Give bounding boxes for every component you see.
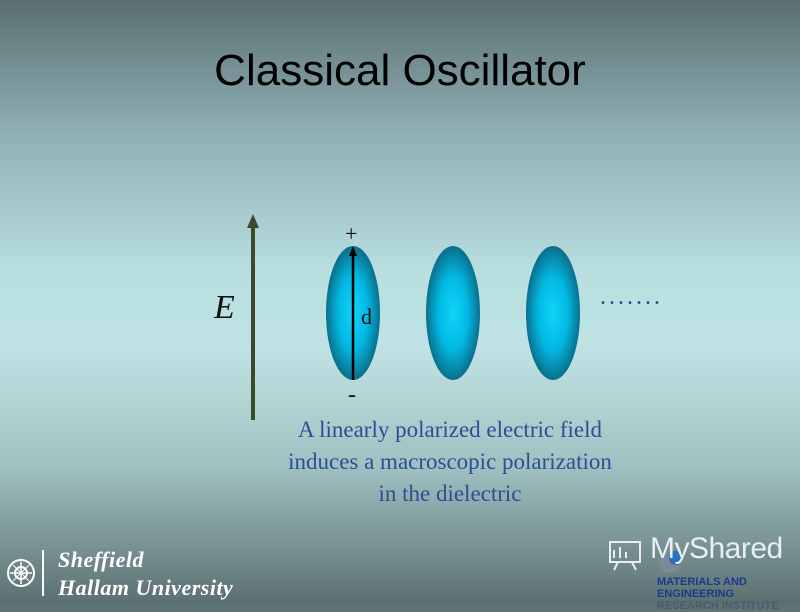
university-name-line-2: Hallam University bbox=[58, 575, 234, 600]
institute-name-line-1: MATERIALS AND ENGINEERING bbox=[657, 576, 747, 600]
institute-name-line-2: RESEARCH INSTITUTE bbox=[657, 600, 779, 612]
dipole-ellipse-2 bbox=[426, 246, 480, 380]
continuation-ellipsis: ....... bbox=[600, 284, 663, 310]
plus-charge-label: + bbox=[345, 221, 357, 246]
caption-line-3: in the dielectric bbox=[378, 481, 522, 506]
caption-line-2: induces a macroscopic polarization bbox=[288, 449, 612, 474]
dipole-ellipse-3 bbox=[526, 246, 580, 380]
caption-line-1: A linearly polarized electric field bbox=[298, 417, 602, 442]
watermark-block: MyShared MATERIALS AND ENGINEERING RESEA… bbox=[600, 532, 800, 612]
field-arrow-head bbox=[247, 214, 259, 228]
dipole-d-label: d bbox=[361, 304, 372, 329]
university-logo-block: Sheffield Hallam University bbox=[0, 546, 270, 600]
slide-title: Classical Oscillator bbox=[214, 46, 586, 95]
university-name: Sheffield Hallam University bbox=[58, 546, 233, 602]
field-label: E bbox=[213, 289, 235, 326]
university-crest-icon bbox=[2, 550, 44, 596]
diagram-caption: A linearly polarized electric field indu… bbox=[240, 414, 660, 510]
watermark-text: MyShared bbox=[650, 532, 783, 565]
minus-charge-label: - bbox=[348, 382, 356, 408]
institute-name: MATERIALS AND ENGINEERING RESEARCH INSTI… bbox=[657, 576, 800, 612]
institute-logo-icon bbox=[659, 551, 683, 573]
dipole-arrow-head bbox=[349, 246, 357, 256]
presentation-icon bbox=[609, 541, 641, 571]
university-name-line-1: Sheffield bbox=[58, 547, 144, 572]
